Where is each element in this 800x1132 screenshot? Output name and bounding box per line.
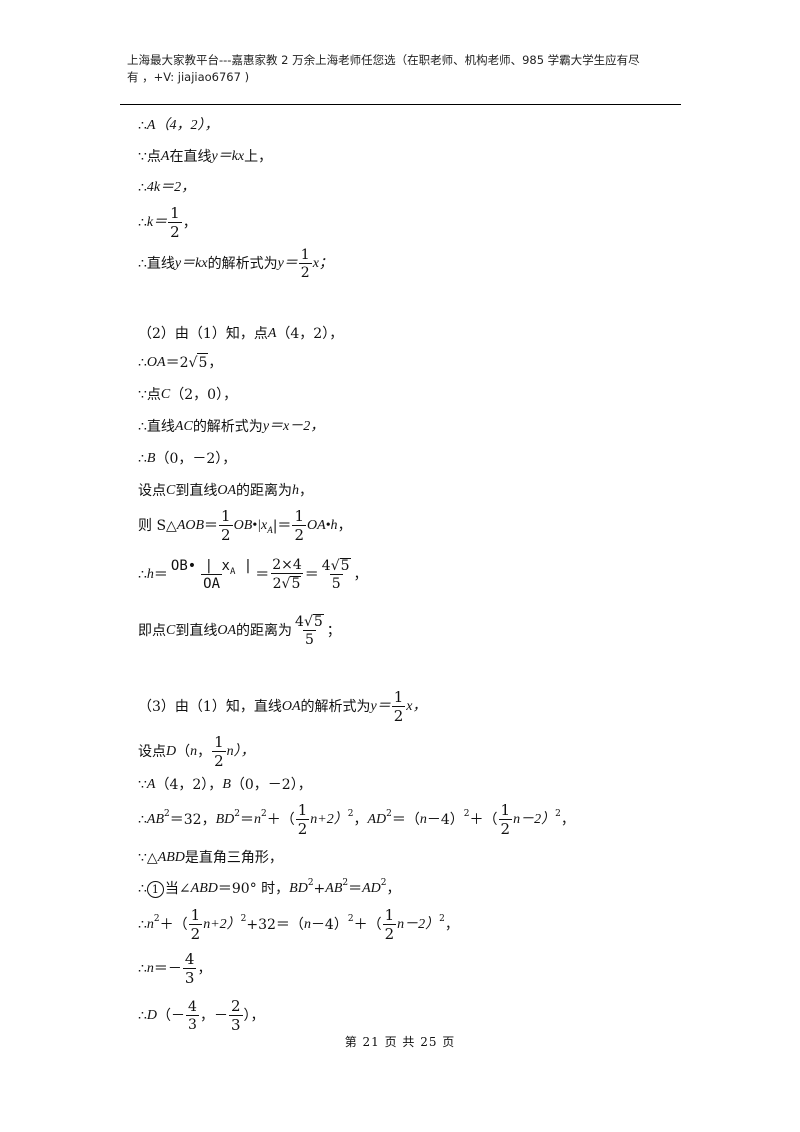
header-line-1: 上海最大家教平台---嘉惠家教 2 万余上海老师任您选（在职老师、机构老师、98… [127, 53, 640, 67]
fraction-4root5-over-5: 4√5 5 [321, 558, 351, 592]
s3-line-5: ∵△ABD 是直角三角形， [138, 850, 283, 866]
s2-line-1: （2）由（1）知，点 A（4，2）， [138, 326, 344, 342]
page-footer: 第 21 页 共 25 页 [344, 1035, 456, 1049]
page-header: 上海最大家教平台---嘉惠家教 2 万余上海老师任您选（在职老师、机构老师、98… [127, 52, 687, 86]
s2-line-6: 设点 C 到直线 OA 的距离为 h， [138, 483, 314, 499]
s2-line-9: 即点 C 到直线 OA 的距离为 4√5 5 ； [138, 614, 341, 648]
s2-line-5: ∴B（0，－2）， [138, 451, 237, 467]
fraction-ob-xa-over-oa: OB• | xA | OA [170, 557, 253, 592]
fraction-8-over-2root5: 2×4 2√5 [270, 557, 304, 592]
s2-line-2: ∴OA＝2 √5 ， [138, 353, 223, 371]
fraction-4root5-over-5: 4√5 5 [295, 614, 324, 648]
s2-line-8: ∴h＝ OB• | xA | OA ＝ 2×4 2√5 ＝ 4√5 5 ， [138, 557, 368, 592]
sqrt-five: √5 [188, 353, 209, 371]
circled-number: 1 [146, 880, 164, 898]
s2-line-4: ∴直线 AC 的解析式为 y＝x－2， [138, 419, 325, 435]
s1-line-3: ∴4k＝2， [138, 180, 196, 196]
s1-line-1: ∴A（4，2）， [138, 118, 219, 134]
s2-line-3: ∵点 C（2，0）， [138, 387, 238, 403]
header-divider [120, 104, 681, 105]
s3-line-3: ∵A（4，2），B（0，－2）， [138, 777, 312, 793]
header-line-2: 有 ，+V: jiajiao6767 ) [127, 70, 250, 84]
